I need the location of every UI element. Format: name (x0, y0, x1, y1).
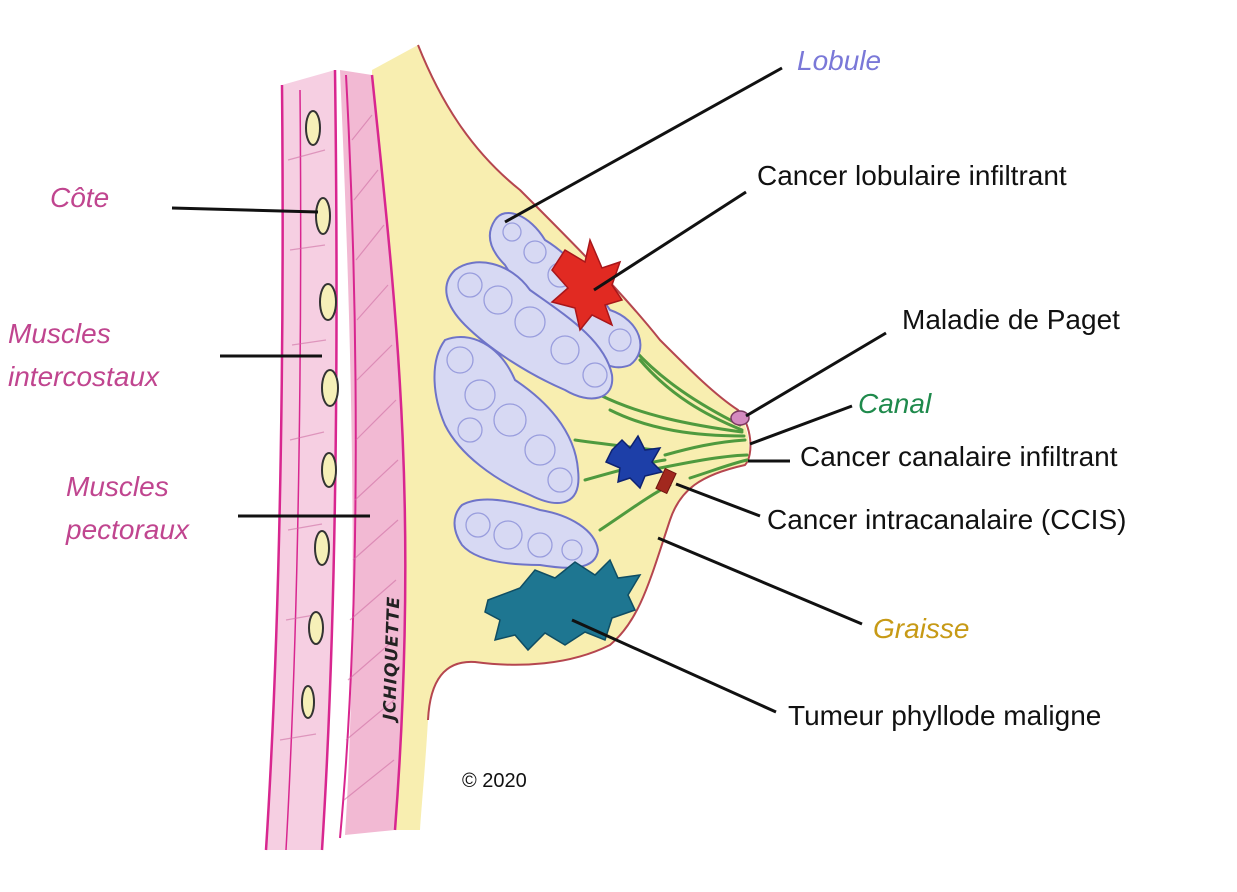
phyllodes-tumor-marker (484, 558, 642, 652)
leader-paget (745, 331, 887, 418)
label-cancer-lobulaire: Cancer lobulaire infiltrant (757, 160, 1067, 191)
muscle-fiber-strokes (279, 114, 399, 801)
label-graisse: Graisse (873, 613, 970, 644)
pectoral-outline-left (339, 74, 357, 839)
pectoral-outline-right (370, 74, 407, 831)
rib-5 (321, 452, 337, 488)
rib-1 (305, 110, 321, 146)
leader-phyllode (571, 618, 777, 714)
label-muscles-intercostaux-line1: Muscles (8, 318, 111, 349)
rib-cross-sections (301, 110, 339, 719)
label-muscles-intercostaux-line2: intercostaux (8, 361, 159, 392)
leader-lobulaire (593, 190, 747, 292)
rib-cage-outline-left (264, 84, 284, 851)
rib-3 (319, 283, 337, 321)
rib-8 (301, 685, 315, 719)
leader-canal (749, 404, 853, 446)
rib-6 (314, 530, 330, 566)
label-lobule: Lobule (797, 45, 882, 76)
ductal-cancer-marker (604, 434, 664, 490)
rib-7 (308, 611, 324, 645)
label-tumeur-phyllode: Tumeur phyllode maligne (788, 700, 1102, 731)
leader-graisse (657, 536, 863, 626)
label-muscles-pectoraux-line1: Muscles (66, 471, 169, 502)
label-cancer-intracanalaire: Cancer intracanalaire (CCIS) (767, 504, 1127, 535)
label-maladie-paget: Maladie de Paget (902, 304, 1120, 335)
leader-ccis (675, 482, 761, 518)
rib-4 (321, 369, 339, 407)
leader-lobule (504, 66, 783, 224)
rib-cage-outline-right (320, 69, 338, 851)
lobular-cancer-marker (550, 237, 624, 332)
label-canal: Canal (858, 388, 932, 419)
ccis-marker (655, 467, 677, 495)
leader-cote (171, 206, 319, 214)
label-cote: Côte (50, 182, 110, 213)
label-muscles-pectoraux-line2: pectoraux (66, 514, 189, 545)
lobule-upper (445, 261, 614, 400)
label-cancer-canalaire: Cancer canalaire infiltrant (800, 441, 1118, 472)
copyright-notice: © 2020 (462, 770, 527, 792)
leader-lines (171, 66, 887, 714)
lobule-middle (433, 335, 580, 504)
rib-2 (315, 197, 331, 235)
rib-cage-outline-mid (285, 89, 302, 851)
nipple-paget-marker (730, 410, 750, 426)
